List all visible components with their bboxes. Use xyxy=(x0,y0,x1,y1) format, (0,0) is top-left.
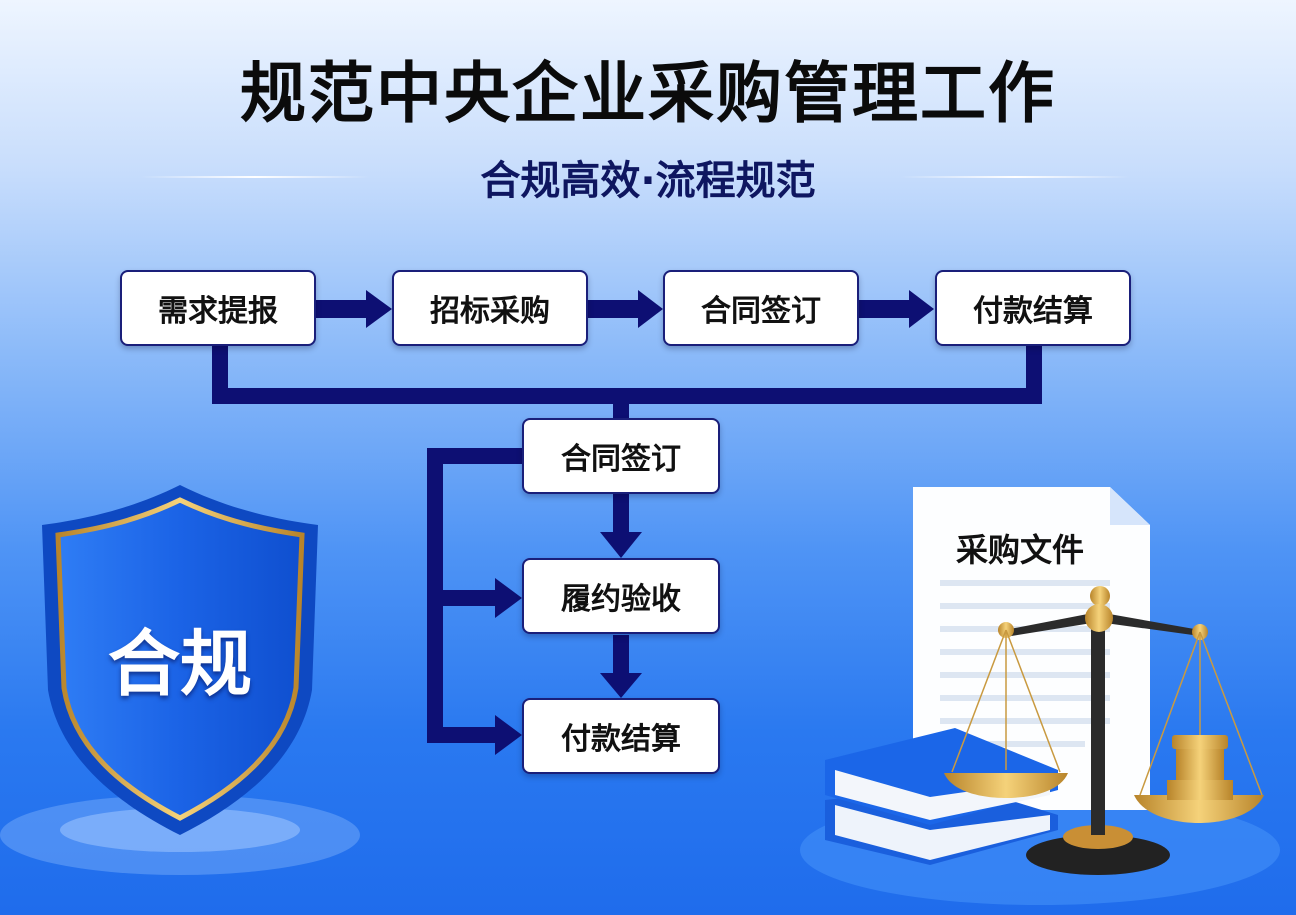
scale-icon xyxy=(944,586,1264,875)
flow-step-payment: 付款结算 xyxy=(935,270,1131,346)
page-title: 规范中央企业采购管理工作 xyxy=(240,55,1056,132)
books-icon xyxy=(825,728,1058,865)
divider xyxy=(140,176,370,178)
sub-step-payment: 付款结算 xyxy=(522,698,720,774)
divider xyxy=(900,176,1130,178)
flow-step-bidding: 招标采购 xyxy=(392,270,588,346)
flow-step-contract: 合同签订 xyxy=(663,270,859,346)
sub-step-acceptance: 履约验收 xyxy=(522,558,720,634)
sub-step-contract: 合同签订 xyxy=(522,418,720,494)
page-subtitle: 合规高效·流程规范 xyxy=(480,158,816,204)
flow-step-demand: 需求提报 xyxy=(120,270,316,346)
document-label: 采购文件 xyxy=(955,531,1084,569)
shield-label: 合规 xyxy=(107,622,252,706)
